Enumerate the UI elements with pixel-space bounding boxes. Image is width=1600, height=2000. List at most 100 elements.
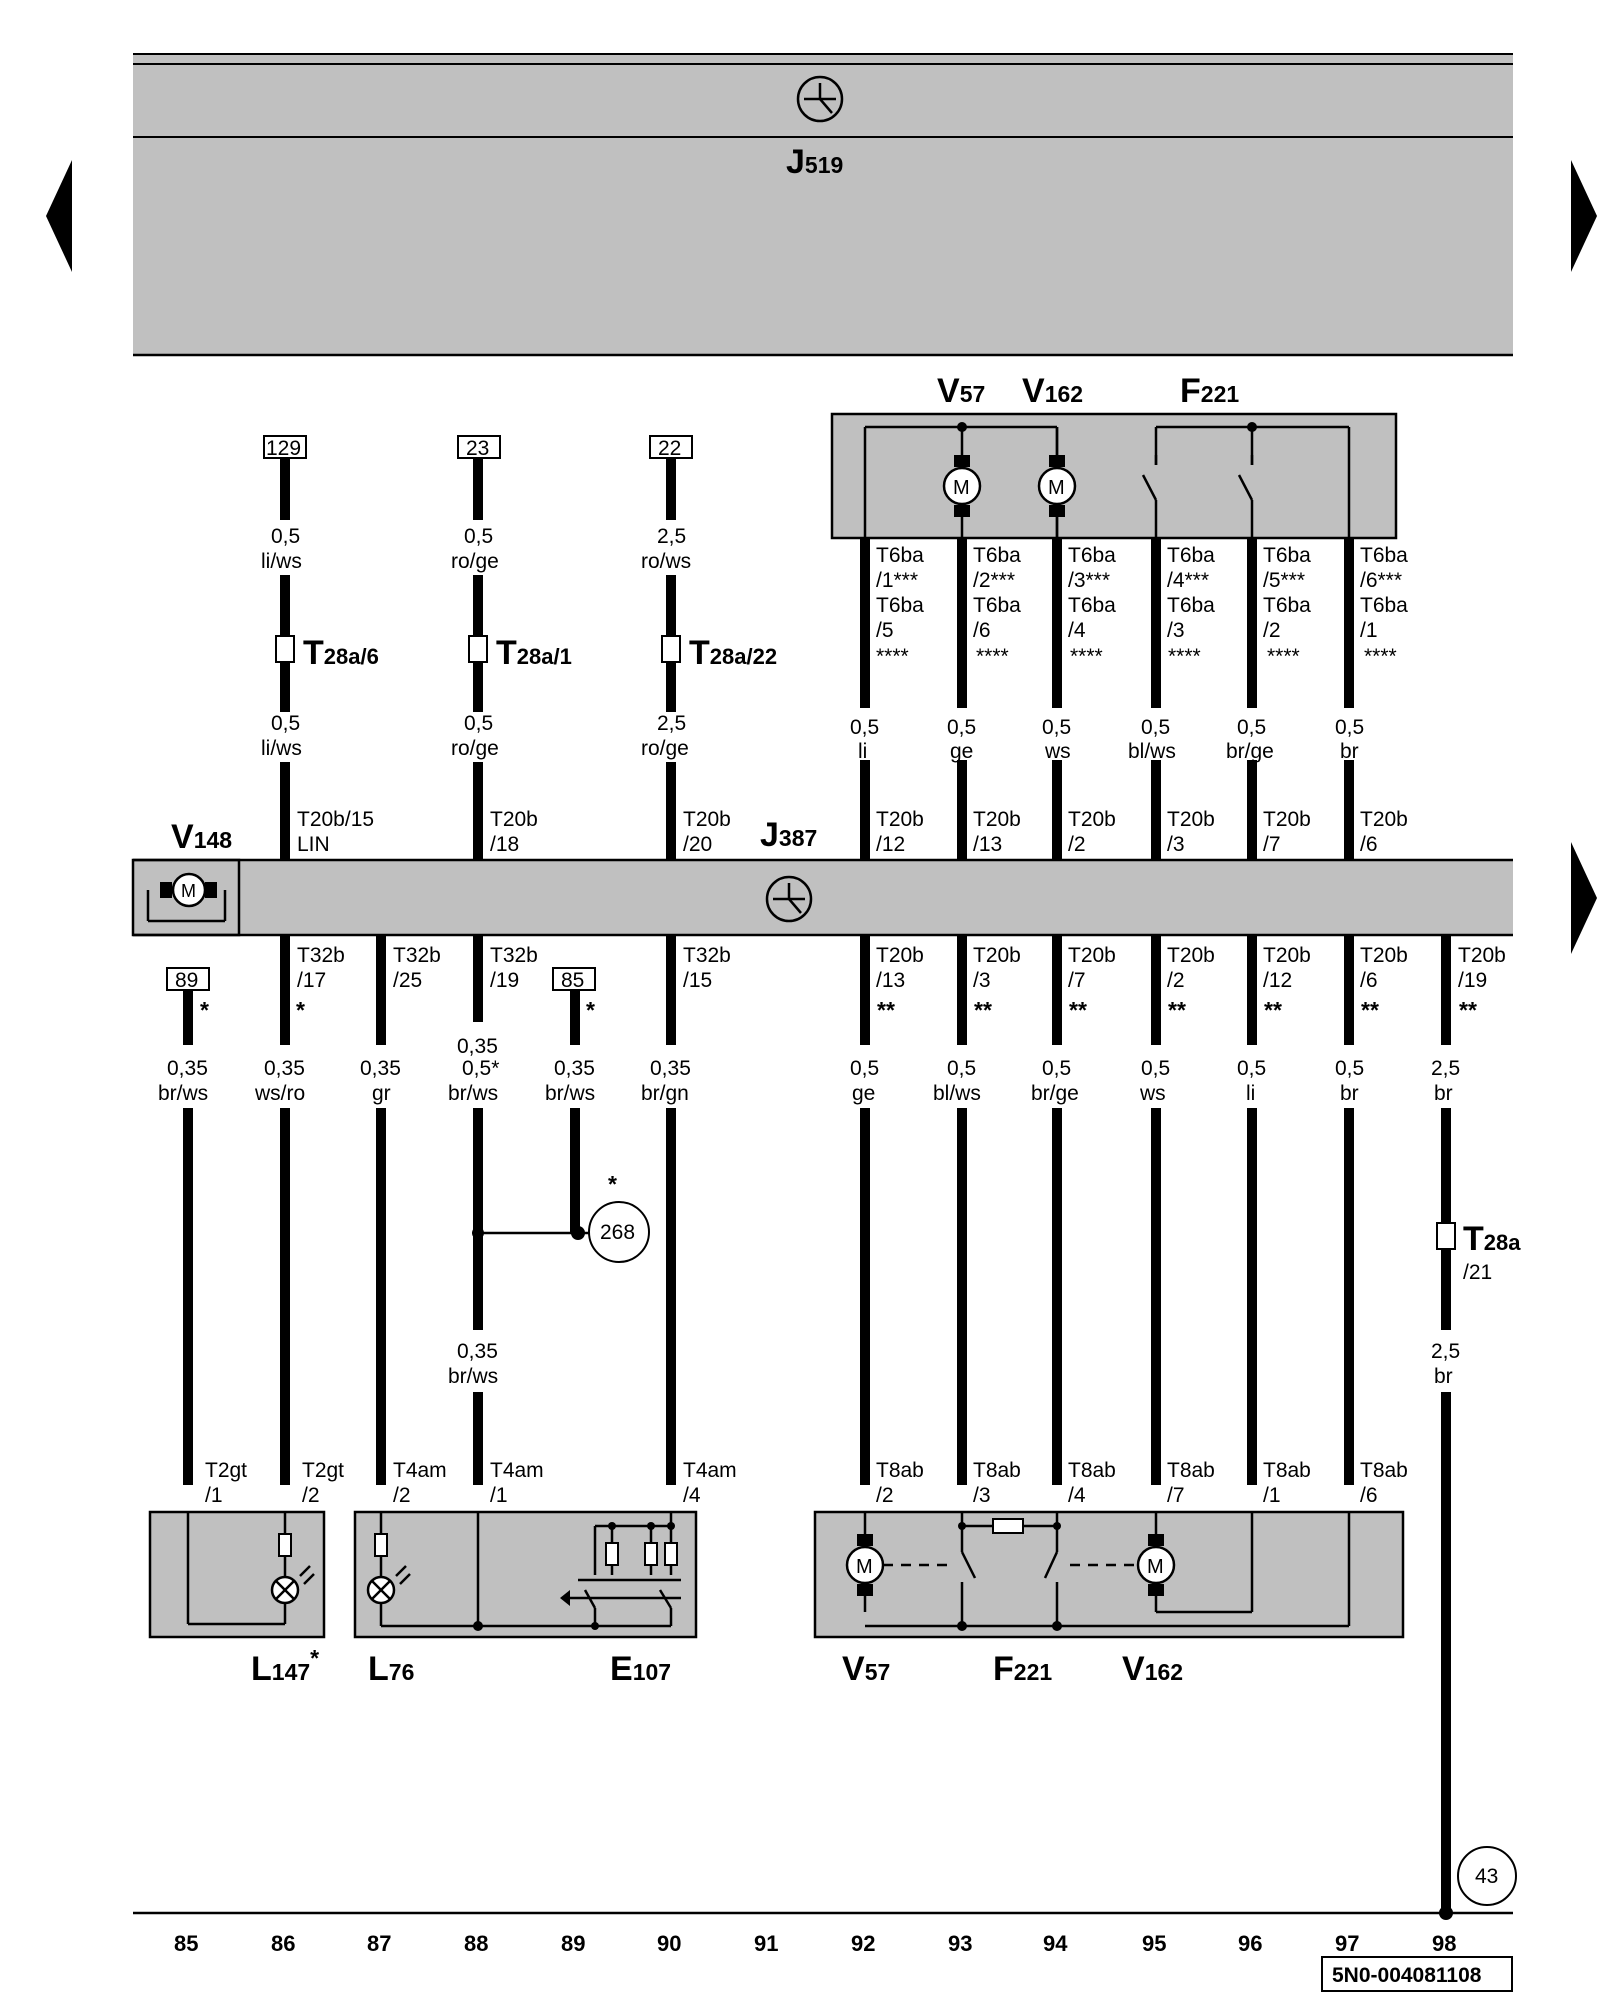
svg-text:**: ** [1168,997,1186,1023]
column-numbers: 85 86 87 88 89 90 91 92 93 94 95 96 97 9… [174,1931,1456,1956]
ref-129: 129 [266,437,301,460]
svg-text:/20: /20 [683,833,712,856]
svg-text:T6ba: T6ba [876,594,924,617]
svg-text:T20b: T20b [1167,808,1215,831]
svg-text:93: 93 [948,1931,972,1956]
svg-text:/3: /3 [973,1484,991,1507]
svg-text:/2: /2 [1068,833,1086,856]
v162-bottom-label: V162 [1122,1650,1183,1688]
svg-text:bl/ws: bl/ws [1128,740,1176,763]
svg-text:T20b/15: T20b/15 [297,808,374,831]
lamp-l76-switch-e107-box: L76 E107 [353,1510,698,1688]
svg-text:M: M [856,1556,873,1578]
svg-text:****: **** [976,645,1009,668]
svg-text:0,5: 0,5 [1335,716,1364,739]
svg-text:/18: /18 [490,833,519,856]
svg-text:91: 91 [754,1931,778,1956]
svg-text:T32b: T32b [297,944,345,967]
svg-text:/3: /3 [1167,619,1185,642]
svg-text:****: **** [1168,645,1201,668]
motor-v162-icon: M [1136,1534,1176,1596]
svg-text:/2: /2 [302,1484,320,1507]
svg-text:T4am: T4am [683,1459,737,1482]
svg-text:0,35: 0,35 [264,1057,305,1080]
connector-t28a-22: T28a/22 [689,634,777,672]
svg-text:/21: /21 [1463,1261,1492,1284]
svg-text:br/ws: br/ws [448,1365,498,1388]
svg-text:0,5: 0,5 [850,716,879,739]
svg-text:*: * [200,997,209,1023]
motor-v148-icon: M [146,872,227,923]
svg-text:ws: ws [1139,1082,1166,1105]
svg-text:0,5: 0,5 [947,716,976,739]
svg-text:T20b: T20b [1360,808,1408,831]
svg-text:0,35: 0,35 [360,1057,401,1080]
svg-text:T8ab: T8ab [973,1459,1021,1482]
next-page-arrow-mid[interactable] [1571,842,1597,954]
svg-text:****: **** [1267,645,1300,668]
svg-text:94: 94 [1043,1931,1068,1956]
svg-text:43: 43 [1475,1865,1498,1888]
svg-text:br/ge: br/ge [1031,1082,1079,1105]
ground-wire: T20b /19 ** 2,5 br T28a /21 2,5 br 43 [1431,935,1521,1920]
ref-22: 22 [658,437,681,460]
e107-label: E107 [610,1650,671,1688]
svg-text:0,5: 0,5 [947,1057,976,1080]
svg-text:T20b: T20b [490,808,538,831]
svg-text:268: 268 [600,1221,635,1244]
v148-label: V148 [171,818,232,856]
svg-text:T20b: T20b [1360,944,1408,967]
connector-t28a-1: T28a/1 [496,634,572,672]
svg-text:T2gt: T2gt [205,1459,247,1482]
svg-text:90: 90 [657,1931,681,1956]
prev-page-arrow[interactable] [46,160,72,272]
connector-t28a-21: T28a [1463,1220,1521,1258]
svg-text:/17: /17 [297,969,326,992]
svg-text:/6: /6 [1360,1484,1378,1507]
svg-text:*: * [608,1171,617,1197]
svg-text:2,5: 2,5 [1431,1340,1460,1363]
svg-text:T4am: T4am [490,1459,544,1482]
ref-89: 89 [175,969,198,992]
svg-text:T6ba: T6ba [1360,544,1408,567]
j387-label: J387 [760,816,817,854]
svg-text:br: br [1340,1082,1359,1105]
svg-text:/4: /4 [1068,1484,1086,1507]
svg-text:/19: /19 [1458,969,1487,992]
svg-text:ge: ge [950,740,973,763]
svg-text:T6ba: T6ba [876,544,924,567]
svg-text:T6ba: T6ba [1068,544,1116,567]
svg-text:M: M [1147,1556,1164,1578]
svg-text:T6ba: T6ba [1263,594,1311,617]
v57-bottom-label: V57 [842,1650,890,1688]
svg-text:M: M [181,881,196,901]
l147-label: L147* [251,1645,319,1688]
svg-text:85: 85 [174,1931,198,1956]
svg-text:0,5: 0,5 [850,1057,879,1080]
svg-text:96: 96 [1238,1931,1262,1956]
motor-switch-box-bottom: M M [813,1510,1405,1688]
svg-text:/7: /7 [1167,1484,1185,1507]
svg-text:/7: /7 [1263,833,1281,856]
svg-text:0,5*: 0,5* [462,1057,499,1080]
svg-text:/12: /12 [876,833,905,856]
svg-text:/2***: /2*** [973,569,1015,592]
svg-text:T2gt: T2gt [302,1459,344,1482]
ref-circle-43: 43 [1457,1846,1517,1906]
svg-text:T6ba: T6ba [1167,594,1215,617]
svg-text:T6ba: T6ba [1068,594,1116,617]
svg-text:*: * [586,997,595,1023]
svg-text:/5***: /5*** [1263,569,1305,592]
svg-text:T6ba: T6ba [1167,544,1215,567]
motor-switch-box-top: V57 V162 F221 M M [830,372,1398,540]
svg-text:T8ab: T8ab [1068,1459,1116,1482]
next-page-arrow-top[interactable] [1571,160,1597,272]
svg-text:0,5: 0,5 [1237,1057,1266,1080]
svg-text:T20b: T20b [1167,944,1215,967]
svg-text:/25: /25 [393,969,422,992]
svg-text:/3: /3 [973,969,991,992]
svg-text:/19: /19 [490,969,519,992]
svg-text:T6ba: T6ba [973,544,1021,567]
svg-text:T20b: T20b [1068,944,1116,967]
svg-text:/6: /6 [973,619,991,642]
